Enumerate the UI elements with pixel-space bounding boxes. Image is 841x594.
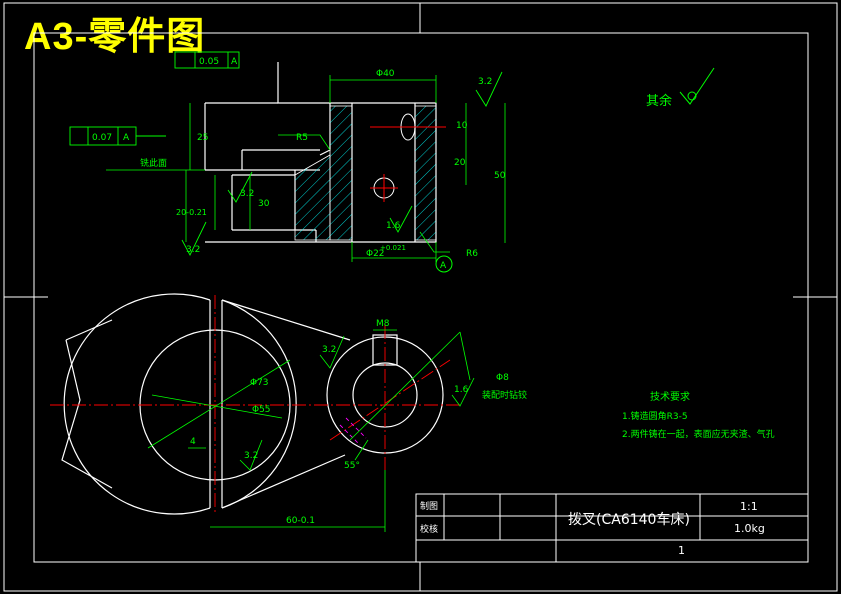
dim-20: 20 (454, 158, 466, 168)
flatness-frame (174, 51, 240, 69)
tech-req-item2: 2.两件铸在一起，表面应无夹渣、气孔 (622, 428, 775, 440)
dim-50: 50 (494, 171, 506, 181)
drawn-by-label: 制图 (420, 500, 438, 512)
front-view-dimensions (106, 75, 506, 262)
title-block-text: 制图 校核 拨叉(CA6140车床) 1:1 1.0kg 1 (420, 500, 765, 557)
dim-bore: Φ22 (366, 249, 385, 259)
flatness-datum: A (231, 57, 238, 67)
dim-top-width: Φ40 (376, 69, 395, 79)
roughness-left: 3.2 (186, 245, 200, 255)
roughness-3: 1.6 (454, 385, 469, 395)
top-view: M8 3.2 3.2 1.6 Φ73 Φ55 Φ8 装配时钻铰 4 55° 60… (50, 293, 527, 532)
surface-rest-circle (687, 91, 697, 101)
dim-bore-tol: +0.021 (380, 244, 406, 252)
datum-a-label: A (440, 261, 447, 271)
roughness-2: 3.2 (244, 451, 258, 461)
front-view-labels: Φ40 3.2 0.05 A 0.07 A 铣此面 R5 25 10 20 50… (92, 57, 506, 271)
dim-phi55: Φ55 (252, 405, 271, 415)
top-view-labels: M8 3.2 3.2 1.6 Φ73 Φ55 Φ8 装配时钻铰 4 55° 60… (190, 319, 527, 526)
roughness-symbols (181, 71, 503, 256)
front-view: Φ40 3.2 0.05 A 0.07 A 铣此面 R5 25 10 20 50… (69, 51, 506, 273)
tech-requirements: 技术要求 1.铸造圆角R3-5 2.两件铸在一起，表面应无夹渣、气孔 (622, 390, 775, 440)
dim-r6: R6 (466, 249, 478, 259)
surface-rest-symbol (679, 67, 715, 105)
roughness-slot: 3.2 (240, 189, 254, 199)
roughness-bore: 1.6 (386, 221, 401, 231)
tech-req-item1: 1.铸造圆角R3-5 (622, 410, 688, 422)
surface-rest-note: 其余 (646, 67, 715, 109)
sheet-number: 1 (678, 544, 685, 557)
label-ref-face: 铣此面 (140, 157, 167, 169)
roughness-top: 3.2 (478, 77, 492, 87)
tech-req-heading: 技术要求 (650, 390, 690, 403)
note-ream: 装配时钻铰 (482, 389, 527, 401)
roughness-1: 3.2 (322, 345, 336, 355)
dim-30: 30 (258, 199, 270, 209)
dim-angle: 55° (344, 461, 360, 471)
perpendicularity-frame (69, 126, 166, 146)
part-name: 拨叉(CA6140车床) (568, 511, 690, 528)
sheet-title: A3-零件图 (24, 16, 206, 58)
dim-m8: M8 (376, 319, 390, 329)
perp-datum: A (123, 133, 130, 143)
flatness-tol: 0.05 (199, 57, 219, 67)
weight: 1.0kg (734, 522, 765, 535)
dim-60: 60-0.1 (286, 516, 315, 526)
dim-4: 4 (190, 437, 196, 447)
surface-rest-label: 其余 (646, 93, 672, 109)
dim-r5: R5 (296, 133, 308, 143)
scale: 1:1 (740, 500, 758, 513)
dim-phi73: Φ73 (250, 378, 269, 388)
datum-a-circle (435, 255, 453, 273)
dim-10: 10 (456, 121, 468, 131)
front-view-holes (370, 113, 446, 202)
dim-phi8: Φ8 (496, 373, 509, 383)
front-view-hatching (294, 105, 437, 241)
dim-slot: 20-0.21 (176, 208, 207, 217)
top-view-centerlines (50, 295, 460, 515)
top-view-dimensions (147, 329, 475, 532)
title-block-grid (415, 493, 809, 563)
dim-25: 25 (197, 133, 208, 143)
top-view-hidden (339, 417, 367, 446)
title-block: 制图 校核 拨叉(CA6140车床) 1:1 1.0kg 1 (415, 493, 809, 563)
checked-by-label: 校核 (420, 523, 438, 535)
perp-tol: 0.07 (92, 133, 112, 143)
